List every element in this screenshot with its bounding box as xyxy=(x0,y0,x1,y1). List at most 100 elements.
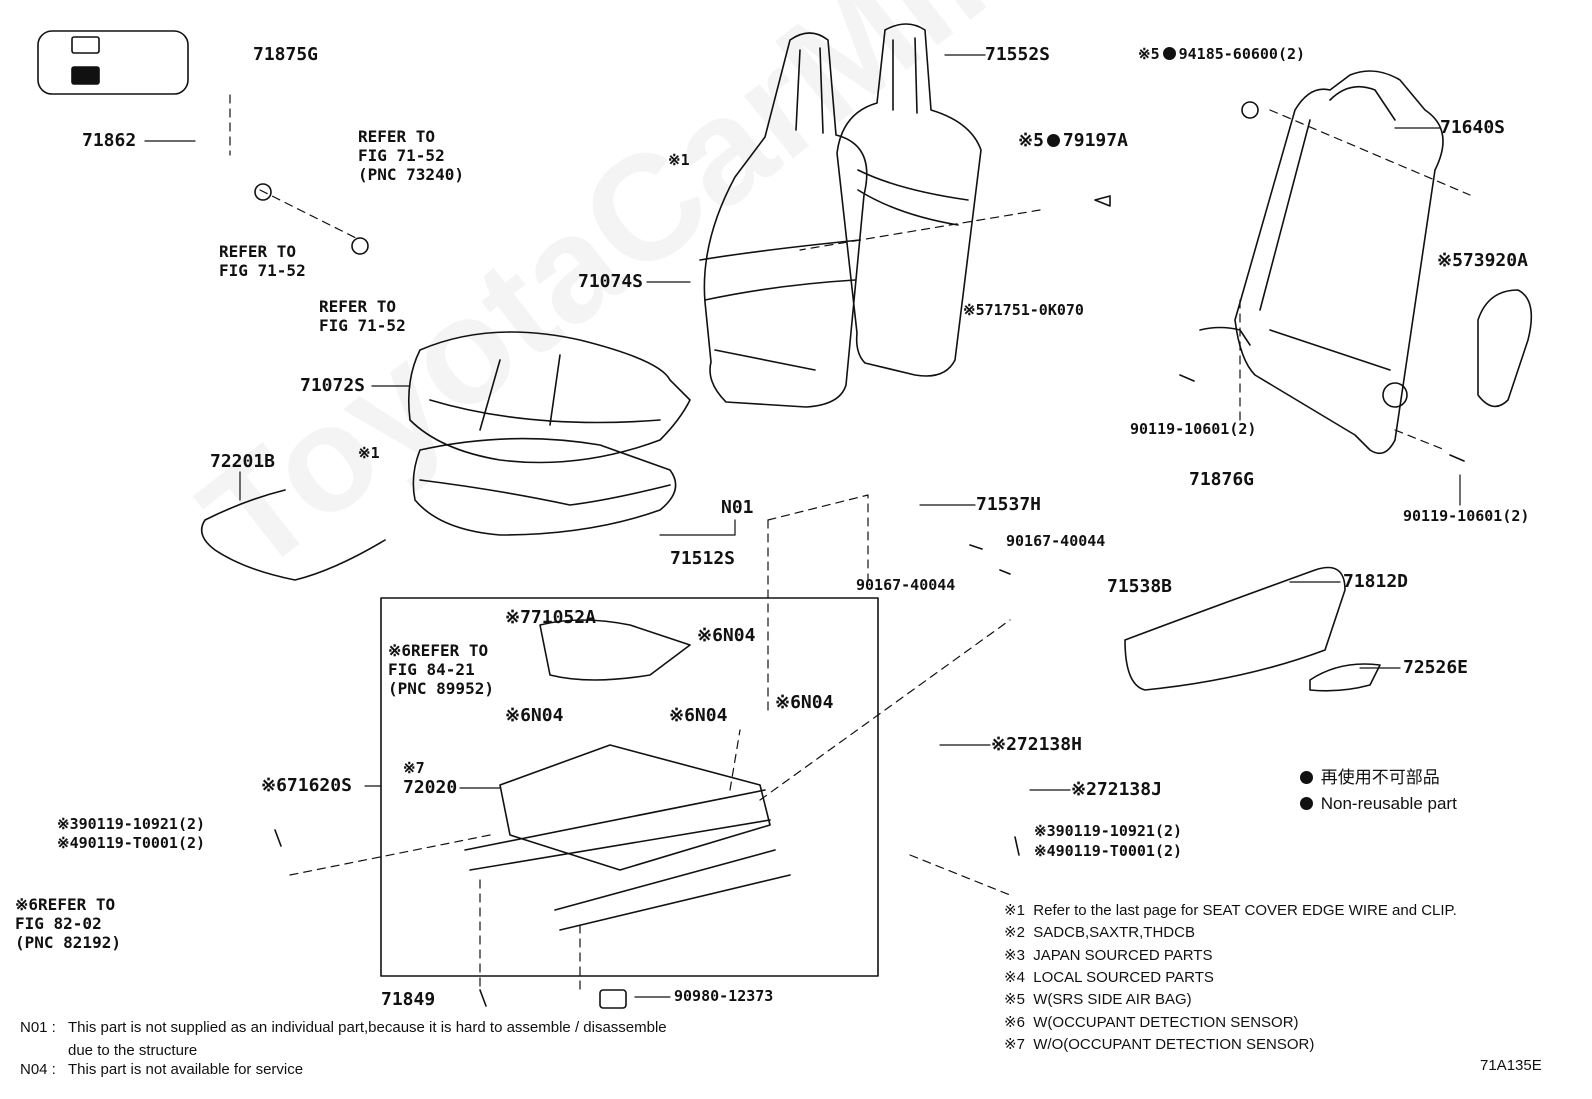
cushion-cover-illustration xyxy=(407,331,691,464)
refer-fig-82-02-text: REFER TO FIG 82-02 (PNC 82192) xyxy=(15,895,121,952)
part-72138H-number: 72138H xyxy=(1016,734,1082,755)
footnote-7: ※7 W/O(OCCUPANT DETECTION SENSOR) xyxy=(1004,1036,1314,1054)
part-71052A-number: 71052A xyxy=(530,607,596,628)
footnote-mark: ※4 xyxy=(1004,969,1025,986)
part-N04-number: N04 xyxy=(530,705,564,726)
part-71538B-label: 71538B xyxy=(1107,576,1173,597)
footnote-4: ※4 LOCAL SOURCED PARTS xyxy=(1004,969,1214,987)
non-reusable-dot-icon xyxy=(1300,797,1313,810)
shield-illustration xyxy=(1124,566,1346,691)
footnote-3: ※3 JAPAN SOURCED PARTS xyxy=(1004,947,1212,965)
part-90119-T0001-left-label: ※490119-T0001(2) xyxy=(57,835,205,852)
part-71620S-label: ※671620S xyxy=(261,776,352,796)
legend-jp-text: 再使用不可部品 xyxy=(1320,768,1440,787)
seatback-frame-illustration xyxy=(1199,70,1444,455)
part-90119-10601-right-label: 90119-10601(2) xyxy=(1403,507,1530,525)
legend-en-text: Non-reusable part xyxy=(1320,794,1457,813)
part-90119-T0001-number: 90119-T0001(2) xyxy=(1055,842,1183,860)
note-n01-key: N01 : xyxy=(20,1019,56,1036)
part-71512S-label: 71512S xyxy=(670,548,736,569)
refer-fig-84-21-text: REFER TO FIG 84-21 (PNC 89952) xyxy=(388,641,494,698)
part-72138J-label: ※272138J xyxy=(1071,780,1162,800)
adjuster-group-box xyxy=(380,597,879,977)
footnote-mark: ※5 xyxy=(1004,991,1025,1008)
part-90167-upper-label: 90167-40044 xyxy=(1006,532,1106,550)
part-90119-10921-right-label: ※390119-10921(2) xyxy=(1034,823,1182,840)
note-mark-4: ※4 xyxy=(57,834,79,852)
footnote-text: SADCB,SAXTR,THDCB xyxy=(1033,924,1195,941)
part-90119-10601-left-label: 90119-10601(2) xyxy=(1130,420,1257,438)
note-mark-2: ※2 xyxy=(1071,779,1097,800)
footnote-text: W/O(OCCUPANT DETECTION SENSOR) xyxy=(1033,1036,1315,1053)
footnote-mark: ※7 xyxy=(1004,1036,1025,1053)
footnote-text: LOCAL SOURCED PARTS xyxy=(1033,969,1214,986)
part-71875G-label: 71875G xyxy=(253,44,319,65)
note-mark-7: ※7 xyxy=(505,607,531,628)
part-71812D-label: 71812D xyxy=(1343,571,1409,592)
non-reusable-dot-icon xyxy=(1162,47,1176,60)
note-mark-6: ※6 xyxy=(388,641,412,660)
part-71052A-label: ※771052A xyxy=(505,608,596,628)
legend-box xyxy=(37,30,189,95)
footnote-text: Refer to the last page for SEAT COVER ED… xyxy=(1033,902,1457,919)
part-N04-number: N04 xyxy=(694,705,728,726)
note-n01-line2: due to the structure xyxy=(68,1042,198,1059)
part-90119-10921-number: 90119-10921(2) xyxy=(78,815,206,833)
note-mark-6: ※6 xyxy=(775,692,801,713)
refer-fig-82-02: ※6REFER TO FIG 82-02 (PNC 82192) xyxy=(15,895,121,952)
note-mark-1-upper: ※1 xyxy=(668,151,690,169)
part-71074S-label: 71074S xyxy=(578,271,644,292)
footnote-text: W(OCCUPANT DETECTION SENSOR) xyxy=(1033,1014,1299,1031)
part-71537H-label: 71537H xyxy=(976,494,1042,515)
part-N04-number: N04 xyxy=(800,692,834,713)
part-72020-label: 72020 xyxy=(403,777,458,798)
part-90167-lower-label: 90167-40044 xyxy=(856,576,956,594)
footnote-1: ※1 Refer to the last page for SEAT COVER… xyxy=(1004,902,1457,920)
part-79197A-number: 79197A xyxy=(1062,130,1128,151)
figure-code: 71A135E xyxy=(1480,1057,1542,1074)
part-71849-label: 71849 xyxy=(381,989,436,1010)
part-90119-10921-left-label: ※390119-10921(2) xyxy=(57,816,205,833)
refer-fig-71-52-pnc: REFER TO FIG 71-52 (PNC 73240) xyxy=(358,127,464,184)
part-72138H-label: ※272138H xyxy=(991,735,1082,755)
part-N04-b-label: ※6N04 xyxy=(505,706,563,726)
part-73920A-number: 73920A xyxy=(1462,250,1528,271)
shield-cover-illustration xyxy=(1309,663,1381,692)
side-airbag-illustration xyxy=(1477,289,1533,408)
part-71640S-label: 71640S xyxy=(1440,117,1506,138)
part-73920A-label: ※573920A xyxy=(1437,251,1528,271)
note-mark-3: ※3 xyxy=(57,815,79,833)
legend-non-reusable-jp: 再使用不可部品 xyxy=(1297,768,1440,788)
note-mark-6: ※6 xyxy=(669,705,695,726)
footnote-mark: ※2 xyxy=(1004,924,1025,941)
note-mark-5: ※5 xyxy=(1138,45,1160,63)
note-n04-line1: This part is not available for service xyxy=(68,1061,304,1078)
note-mark-4: ※4 xyxy=(1034,842,1056,860)
footnote-text: W(SRS SIDE AIR BAG) xyxy=(1033,991,1192,1008)
footnote-6: ※6 W(OCCUPANT DETECTION SENSOR) xyxy=(1004,1014,1299,1032)
part-72138J-number: 72138J xyxy=(1096,779,1162,800)
non-reusable-dot-icon xyxy=(1046,134,1060,147)
note-mark-5: ※5 xyxy=(963,301,985,319)
edge-wire-illustration xyxy=(200,489,386,581)
part-71552S-label: 71552S xyxy=(985,44,1051,65)
note-mark-3: ※3 xyxy=(1034,822,1056,840)
fastener-icons xyxy=(254,101,1465,1009)
footnote-mark: ※6 xyxy=(1004,1014,1025,1031)
part-71751-number: 71751-0K070 xyxy=(984,301,1084,319)
note-mark-6: ※6 xyxy=(15,895,39,914)
note-mark-6: ※6 xyxy=(261,775,287,796)
legend-non-reusable-en: Non-reusable part xyxy=(1297,794,1457,814)
part-71876G-label: 71876G xyxy=(1189,469,1255,490)
note-n04-key: N04 : xyxy=(20,1061,56,1078)
part-72201B-label: 72201B xyxy=(210,451,276,472)
footnote-text: JAPAN SOURCED PARTS xyxy=(1033,947,1213,964)
seat-adjuster-illustration xyxy=(464,619,791,931)
note-mark-6: ※6 xyxy=(697,625,723,646)
footnote-mark: ※1 xyxy=(1004,902,1025,919)
refer-fig-71-52-b: REFER TO FIG 71-52 xyxy=(319,297,406,335)
part-90119-10921-number: 90119-10921(2) xyxy=(1055,822,1183,840)
